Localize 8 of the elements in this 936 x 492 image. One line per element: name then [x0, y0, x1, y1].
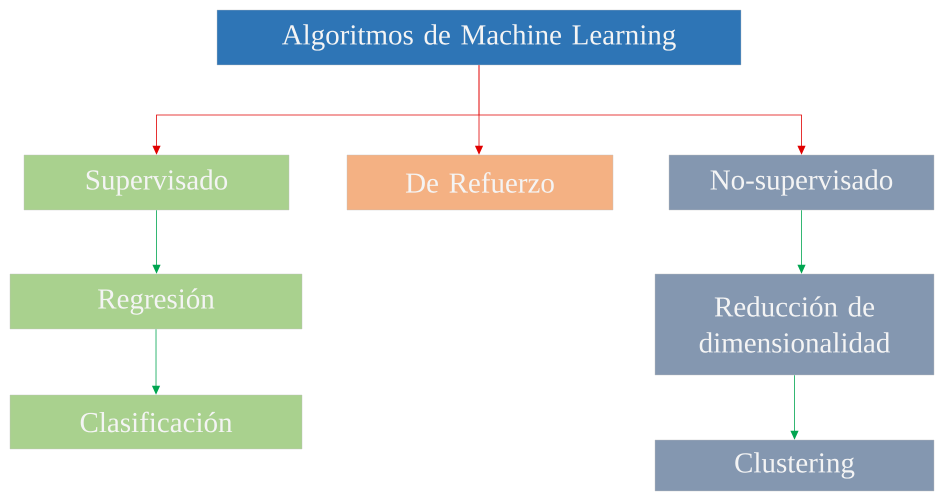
method-box: Regresión	[10, 274, 302, 330]
category-box: De Refuerzo	[346, 154, 614, 210]
method-box: Reducción de dimensionalidad	[654, 274, 934, 376]
method-box: Clasificación	[10, 394, 302, 450]
category-box: Supervisado	[24, 154, 290, 210]
title-box: Algoritmos de Machine Learning	[216, 10, 742, 66]
method-box: Clustering	[654, 440, 934, 492]
category-box: No-supervisado	[668, 154, 934, 210]
